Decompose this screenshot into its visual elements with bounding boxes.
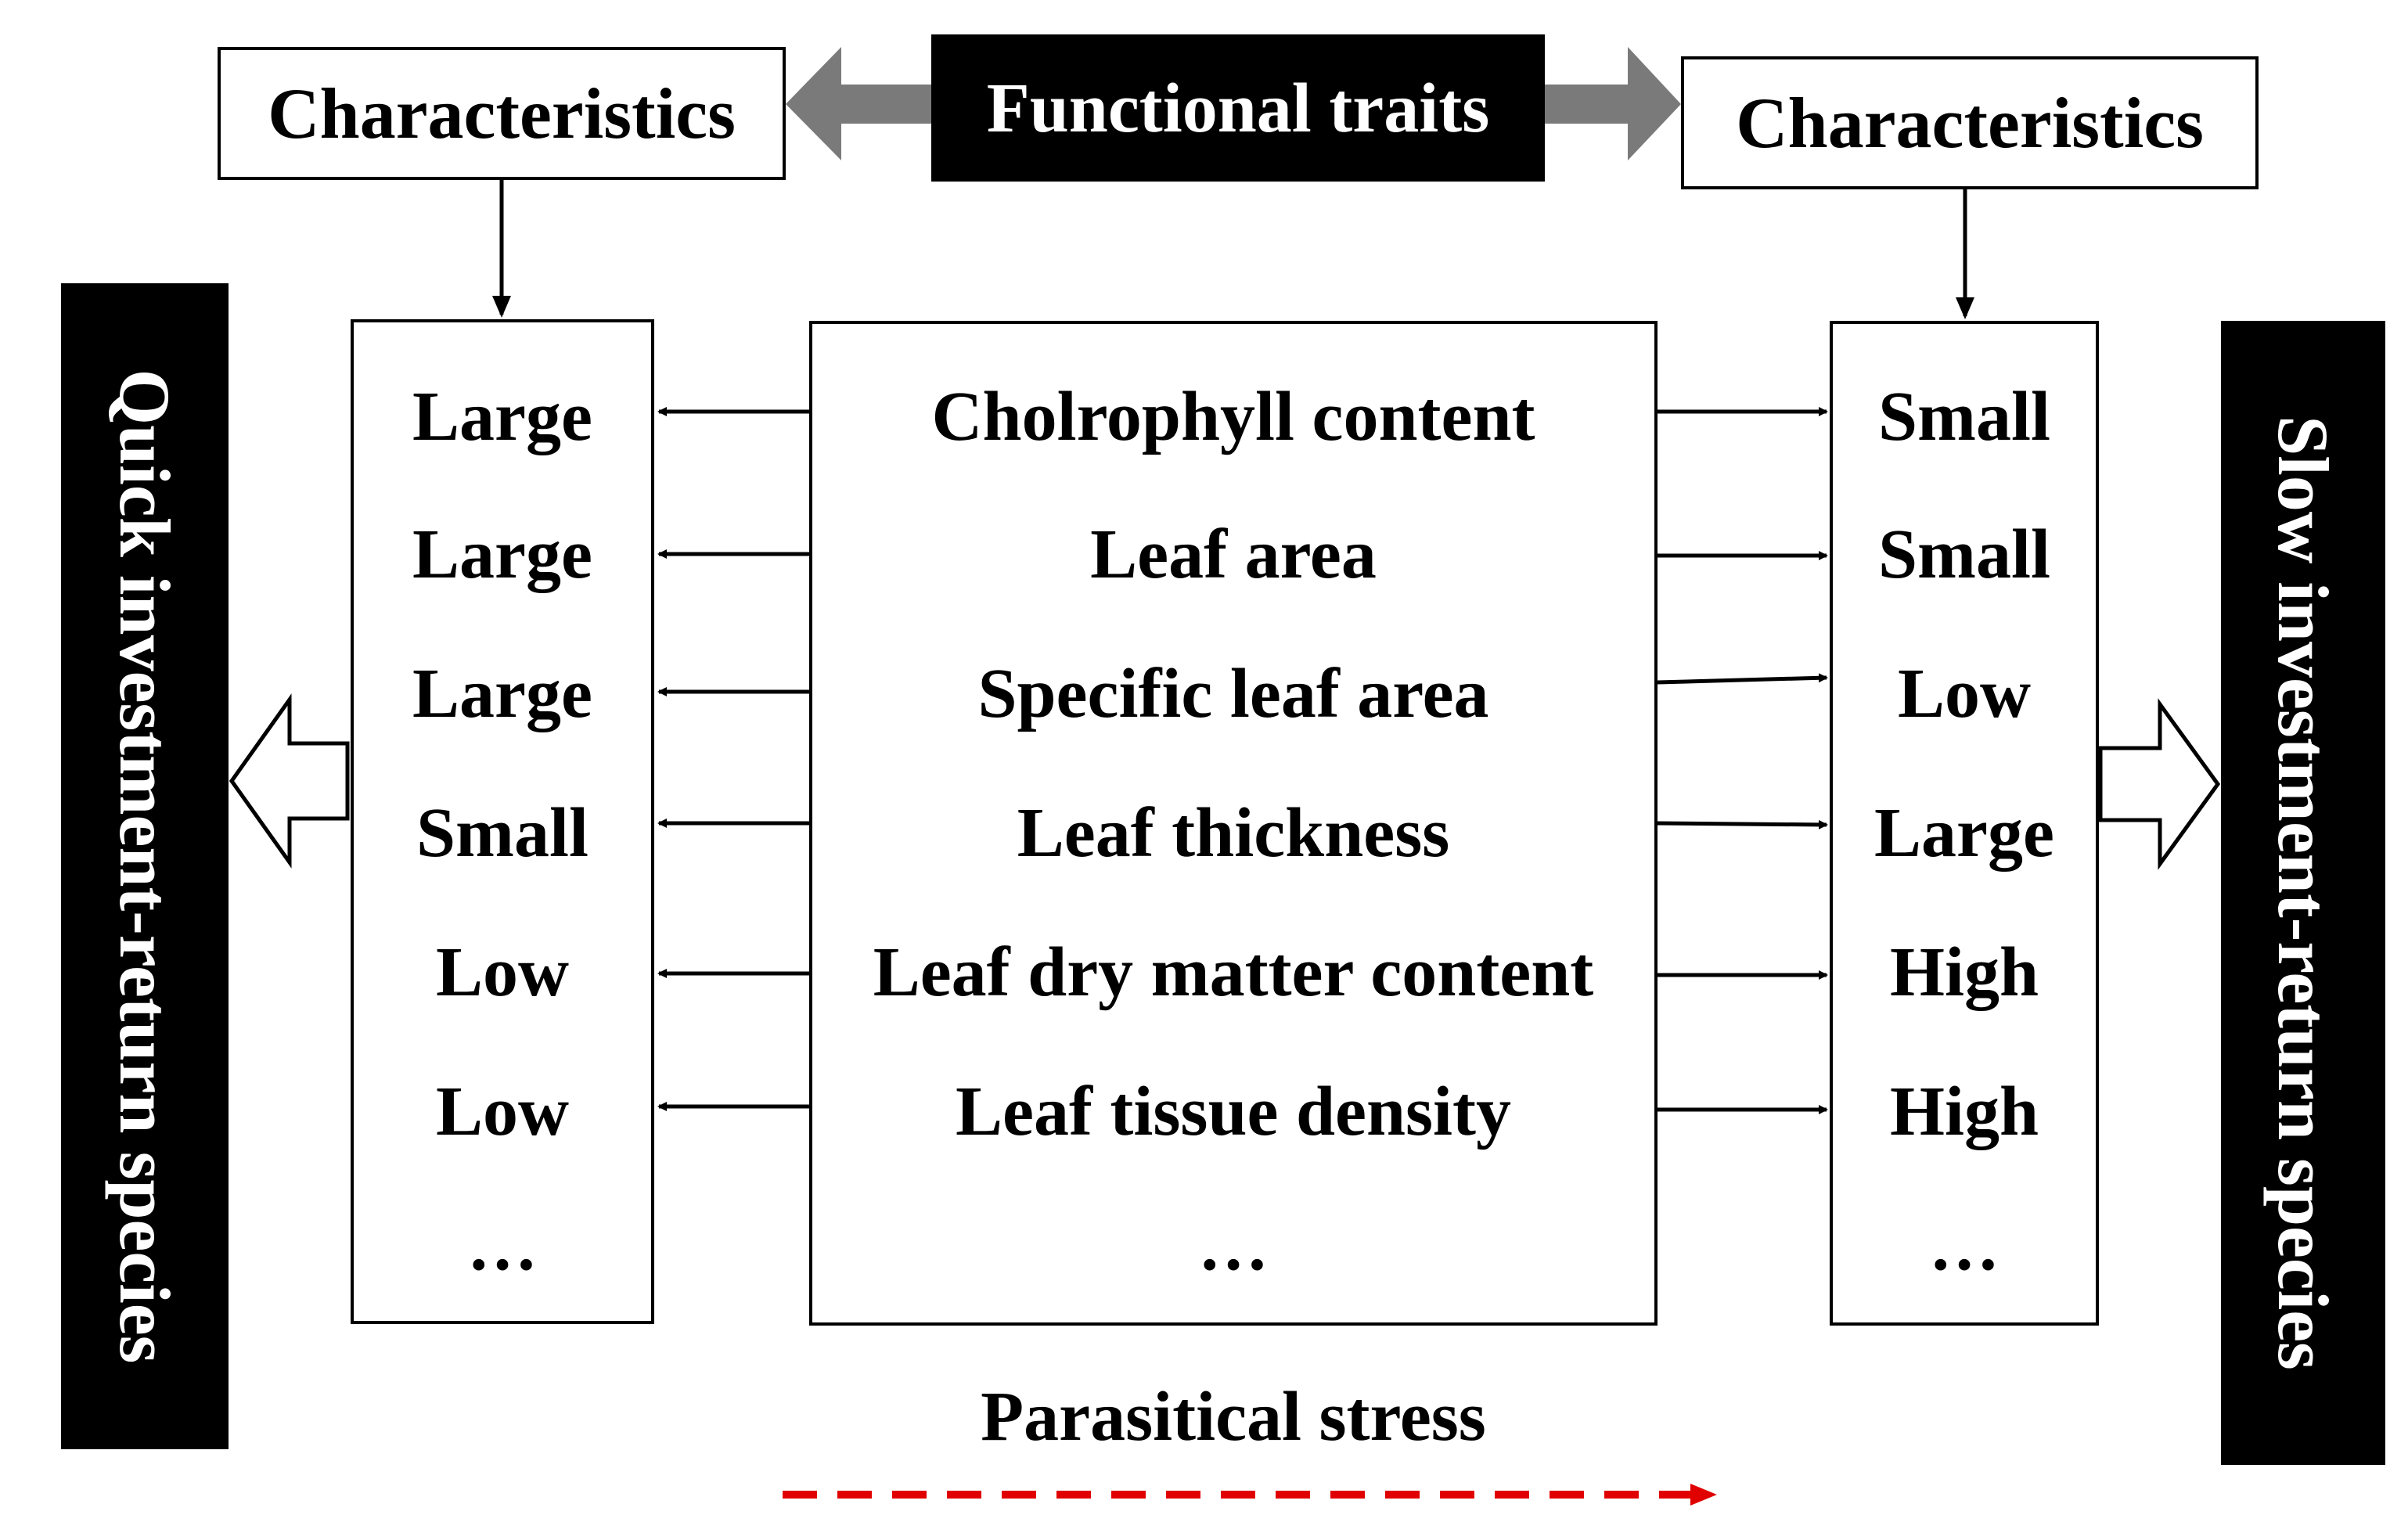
slow-value: Small [1877, 377, 2051, 455]
slow-value: High [1889, 933, 2039, 1011]
trait-label: Cholrophyll content [931, 377, 1535, 455]
slow-value: Low [1897, 654, 2032, 732]
quick-value: Small [416, 793, 589, 872]
right-connector-arrows [1657, 407, 1828, 1114]
quick-value: Low [435, 933, 570, 1011]
characteristics-right-label: Characteristics [1736, 83, 2204, 163]
trait-label: Specific leaf area [977, 654, 1489, 732]
trait-label: Leaf tissue density [955, 1072, 1512, 1150]
characteristics-left-box: Characteristics [218, 47, 786, 180]
characteristics-left-label: Characteristics [268, 74, 736, 153]
quick-value: Low [435, 1072, 570, 1150]
traits-column: Cholrophyll content Leaf area Specific l… [809, 321, 1658, 1326]
slow-value: Small [1877, 515, 2051, 593]
slow-value: Large [1874, 793, 2054, 872]
quick-values-column: Large Large Large Small Low Low … [351, 319, 654, 1324]
quick-value: Large [412, 654, 592, 732]
right-hollow-arrow [2098, 698, 2221, 870]
functional-traits-box: Functional traits [931, 34, 1545, 182]
right-block-arrow [1545, 47, 1681, 160]
quick-value: Large [412, 515, 592, 593]
trait-label: Leaf dry matter content [873, 933, 1594, 1011]
trait-label: Leaf thickness [1017, 793, 1450, 872]
trait-label: Leaf area [1090, 515, 1377, 593]
left-block-arrow [786, 47, 931, 160]
slow-value-ellipsis: … [1929, 1207, 1999, 1285]
quick-value-ellipsis: … [467, 1207, 538, 1285]
characteristics-right-box: Characteristics [1681, 56, 2259, 189]
quick-value: Large [412, 377, 592, 455]
parasitical-stress-label: Parasitical stress [981, 1377, 1486, 1455]
left-hollow-arrow [229, 693, 350, 869]
slow-species-bar: Slow investment-return species [2221, 321, 2385, 1465]
trait-ellipsis: … [1198, 1207, 1269, 1285]
slow-values-column: Small Small Low Large High High … [1830, 321, 2099, 1326]
slow-value: High [1889, 1072, 2039, 1150]
quick-species-bar: Quick investment-return species [61, 283, 229, 1449]
left-connector-arrows [657, 407, 809, 1111]
